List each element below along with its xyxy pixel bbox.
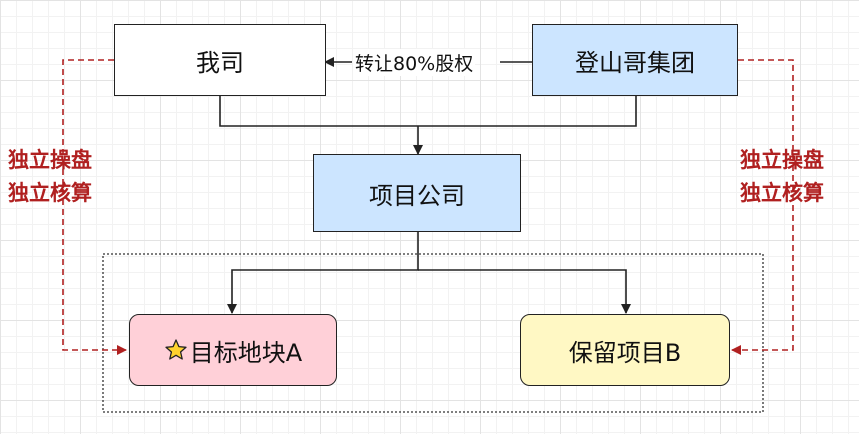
transfer-equity-label: 转让80%股权 bbox=[353, 49, 476, 76]
node-reserved-project[interactable]: 保留项目B bbox=[520, 314, 730, 386]
node-our-company[interactable]: 我司 bbox=[114, 24, 326, 96]
group-container bbox=[102, 253, 764, 413]
node-dengshan-group-label: 登山哥集团 bbox=[575, 48, 695, 77]
node-project-company-label: 项目公司 bbox=[369, 181, 465, 210]
left-control-edge bbox=[62, 59, 127, 355]
split-edge-right bbox=[418, 269, 631, 314]
left-note-line-1: 独立操盘 bbox=[8, 148, 92, 172]
node-project-company[interactable]: 项目公司 bbox=[313, 154, 521, 232]
node-dengshan-group[interactable]: 登山哥集团 bbox=[532, 24, 738, 96]
node-target-land[interactable]: 目标地块A bbox=[129, 314, 337, 386]
node-our-company-label: 我司 bbox=[196, 48, 244, 77]
right-control-edge bbox=[731, 59, 794, 355]
left-note-line-2: 独立核算 bbox=[8, 181, 92, 205]
merge-edge bbox=[219, 96, 637, 127]
star-icon bbox=[165, 339, 187, 360]
split-edge bbox=[227, 232, 419, 314]
right-side-note: 独立操盘 独立核算 bbox=[740, 144, 824, 210]
node-target-land-label: 目标地块A bbox=[189, 338, 303, 367]
right-note-line-2: 独立核算 bbox=[740, 181, 824, 205]
right-note-line-1: 独立操盘 bbox=[740, 148, 824, 172]
node-reserved-project-label: 保留项目B bbox=[568, 338, 682, 367]
left-side-note: 独立操盘 独立核算 bbox=[8, 144, 92, 210]
